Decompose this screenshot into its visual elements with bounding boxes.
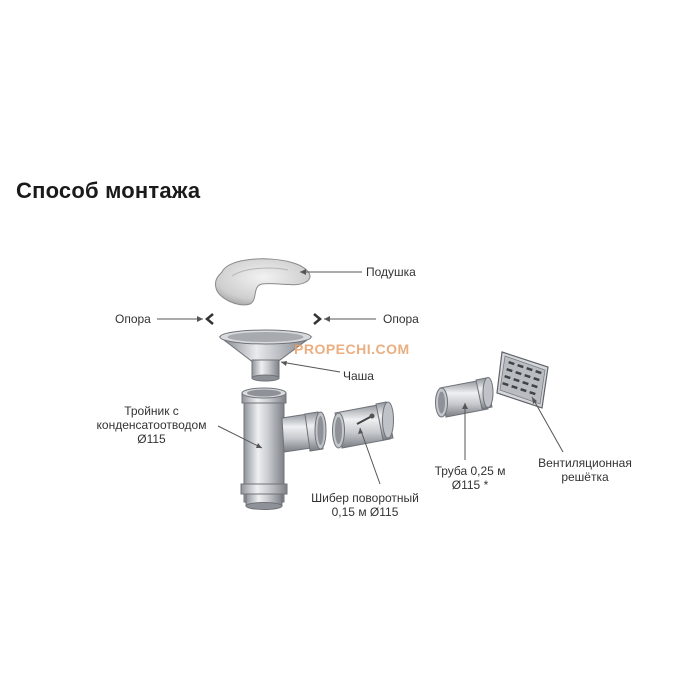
label-grille-line2: решётка	[561, 470, 609, 484]
label-grille: Вентиляционная решётка	[525, 456, 645, 484]
label-damper-line1: Шибер поворотный	[311, 491, 419, 505]
page-title: Способ монтажа	[16, 178, 201, 203]
damper-part	[332, 401, 394, 449]
label-support-left: Опора	[115, 312, 151, 326]
pillow-part	[215, 258, 311, 306]
label-tee: Тройник с конденсатоотводом Ø115	[84, 404, 219, 446]
label-bowl: Чаша	[343, 369, 374, 383]
support-right-icon	[313, 313, 322, 325]
label-pipe: Труба 0,25 м Ø115 *	[425, 464, 515, 492]
pipe-part	[435, 377, 494, 418]
label-pillow: Подушка	[366, 265, 416, 279]
label-grille-line1: Вентиляционная	[538, 456, 632, 470]
label-pipe-line2: Ø115 *	[451, 478, 489, 492]
label-tee-line2: конденсатоотводом	[96, 418, 207, 432]
label-damper: Шибер поворотный 0,15 м Ø115	[300, 491, 430, 519]
grille-part	[496, 351, 549, 409]
label-tee-line3: Ø115	[137, 432, 166, 446]
label-tee-line1: Тройник с	[124, 404, 179, 418]
leader-lines	[157, 271, 564, 485]
tee-part	[240, 387, 327, 510]
label-support-right: Опора	[383, 312, 419, 326]
leader-damper	[359, 427, 381, 485]
label-damper-line2: 0,15 м Ø115	[331, 505, 399, 519]
leader-arrowheads	[197, 269, 537, 448]
bowl-part	[218, 329, 313, 382]
watermark: PROPECHI.COM	[294, 341, 410, 357]
leader-bowl	[280, 361, 341, 373]
support-left-icon	[205, 313, 214, 325]
leader-tee	[217, 425, 263, 449]
leader-grille	[531, 396, 564, 453]
label-pipe-line1: Труба 0,25 м	[434, 464, 506, 478]
